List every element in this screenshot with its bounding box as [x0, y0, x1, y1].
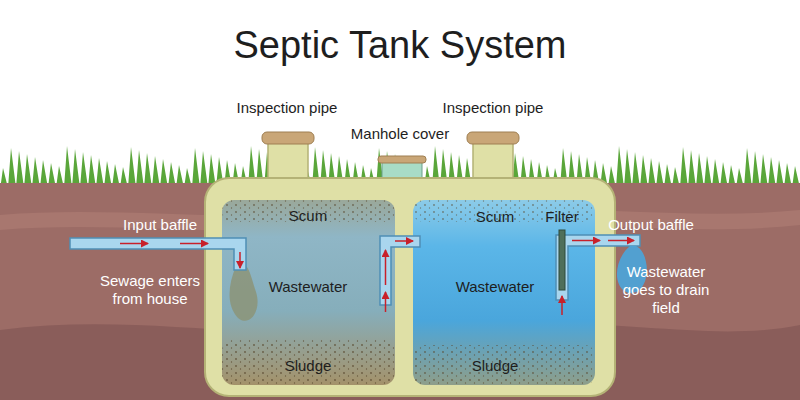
tank-chamber: ScumWastewaterSludge: [222, 200, 395, 385]
sludge-layer: [413, 345, 595, 385]
part-label: Wastewater goes to drain field: [618, 263, 714, 317]
part-label: Filter: [545, 208, 578, 226]
part-label: Input baffle: [123, 216, 197, 234]
flow-arrow: [385, 292, 387, 312]
layer-label: Wastewater: [456, 278, 535, 295]
layer-label: Wastewater: [269, 278, 348, 295]
filter: [559, 230, 565, 290]
flow-connector: [395, 240, 413, 242]
tank-body: [205, 178, 615, 396]
flow-arrow: [561, 296, 563, 315]
tank-chamber: ScumWastewaterSludge: [413, 200, 595, 385]
part-label: Inspection pipe: [443, 99, 544, 117]
flow-arrow: [385, 250, 387, 285]
sludge-layer: [222, 340, 395, 385]
diagram-title: Septic Tank System: [233, 23, 566, 69]
chamber: [222, 200, 395, 385]
flow-arrow: [239, 252, 241, 268]
flow-arrow: [120, 243, 148, 245]
part-label: Inspection pipe: [237, 99, 338, 117]
part-label: Sewage enters from house: [95, 272, 205, 308]
manhole-rim: [378, 156, 426, 163]
part-label: Output baffle: [608, 216, 694, 234]
input-pipe: [70, 238, 246, 270]
pipe-cap: [467, 132, 519, 144]
flow-arrow: [572, 240, 600, 242]
layer-label: Scum: [289, 207, 327, 224]
sewage-plume: [230, 266, 258, 321]
layer-label: Sludge: [285, 357, 332, 374]
pipe-cap: [262, 132, 314, 144]
part-label: Manhole cover: [351, 125, 449, 143]
layer-label: Scum: [476, 208, 514, 225]
flow-arrow: [608, 240, 634, 242]
flow-arrow: [180, 243, 208, 245]
layer-label: Sludge: [472, 357, 519, 374]
